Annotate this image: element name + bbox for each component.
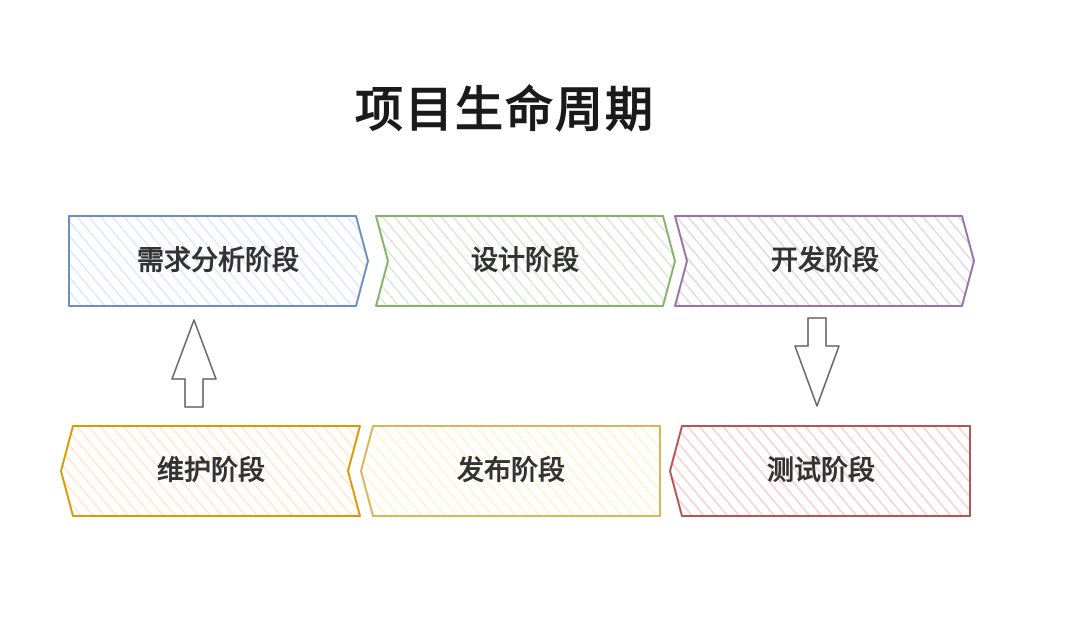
stage-maintenance-shape bbox=[60, 425, 361, 517]
stage-testing[interactable]: 测试阶段 bbox=[669, 425, 971, 517]
stage-development-label: 开发阶段 bbox=[771, 245, 879, 277]
stage-maintenance[interactable]: 维护阶段 bbox=[60, 425, 361, 517]
stage-requirements-shape bbox=[68, 215, 369, 307]
stage-design-shape bbox=[375, 215, 676, 307]
stage-testing-shape bbox=[669, 425, 971, 517]
connector-maintenance-to-requirements-arrow bbox=[171, 319, 217, 408]
stage-requirements[interactable]: 需求分析阶段 bbox=[68, 215, 369, 307]
stage-design-label: 设计阶段 bbox=[471, 246, 579, 277]
stage-requirements-label: 需求分析阶段 bbox=[137, 246, 299, 277]
stage-design[interactable]: 设计阶段 bbox=[375, 215, 676, 307]
connector-development-to-testing-arrow bbox=[794, 317, 840, 407]
stage-release-label: 发布阶段 bbox=[456, 455, 565, 487]
stage-testing-label: 测试阶段 bbox=[767, 456, 875, 487]
stage-release[interactable]: 发布阶段 bbox=[360, 425, 661, 517]
diagram-title: 项目生命周期 bbox=[354, 82, 655, 138]
stage-release-shape bbox=[360, 425, 661, 517]
stage-development-shape bbox=[674, 215, 975, 307]
stage-maintenance-label: 维护阶段 bbox=[157, 456, 265, 487]
stage-development[interactable]: 开发阶段 bbox=[674, 215, 975, 307]
